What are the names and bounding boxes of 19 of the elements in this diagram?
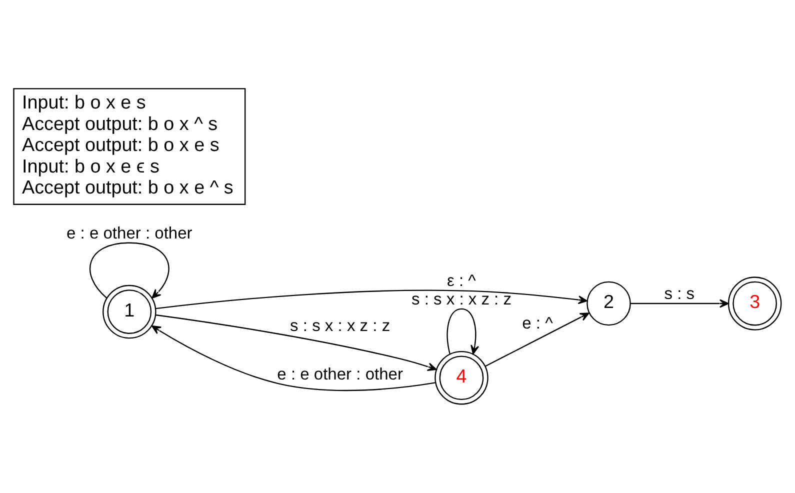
edge-label: s : s x : x z : z — [290, 316, 390, 335]
edge-label: s : s — [664, 284, 695, 304]
node-box: Input: b o x e s Accept output: b o x ^ s Accept output: b o x e s Input: b o x e ϵ s Accept output: b o x e ^ s — [13, 88, 246, 205]
node-circle: 3 — [728, 276, 782, 330]
edge-label: e : ^ — [522, 314, 553, 333]
node-circle: 4 — [434, 351, 488, 405]
arrow — [156, 314, 437, 371]
node-circle: 1 — [102, 284, 156, 339]
arrow — [152, 325, 436, 392]
arrow — [485, 312, 590, 367]
arrow — [90, 242, 170, 298]
edge-label: e : e other : other — [66, 223, 192, 242]
arrow — [630, 299, 729, 308]
arrow — [446, 308, 480, 354]
node-circle: 2 — [586, 281, 631, 326]
edge-label: e : e other : other — [277, 364, 403, 384]
edge-label: s : s x : x z : z — [411, 289, 512, 308]
arrow — [156, 290, 588, 310]
edge-label: ε : ^ — [447, 271, 476, 290]
